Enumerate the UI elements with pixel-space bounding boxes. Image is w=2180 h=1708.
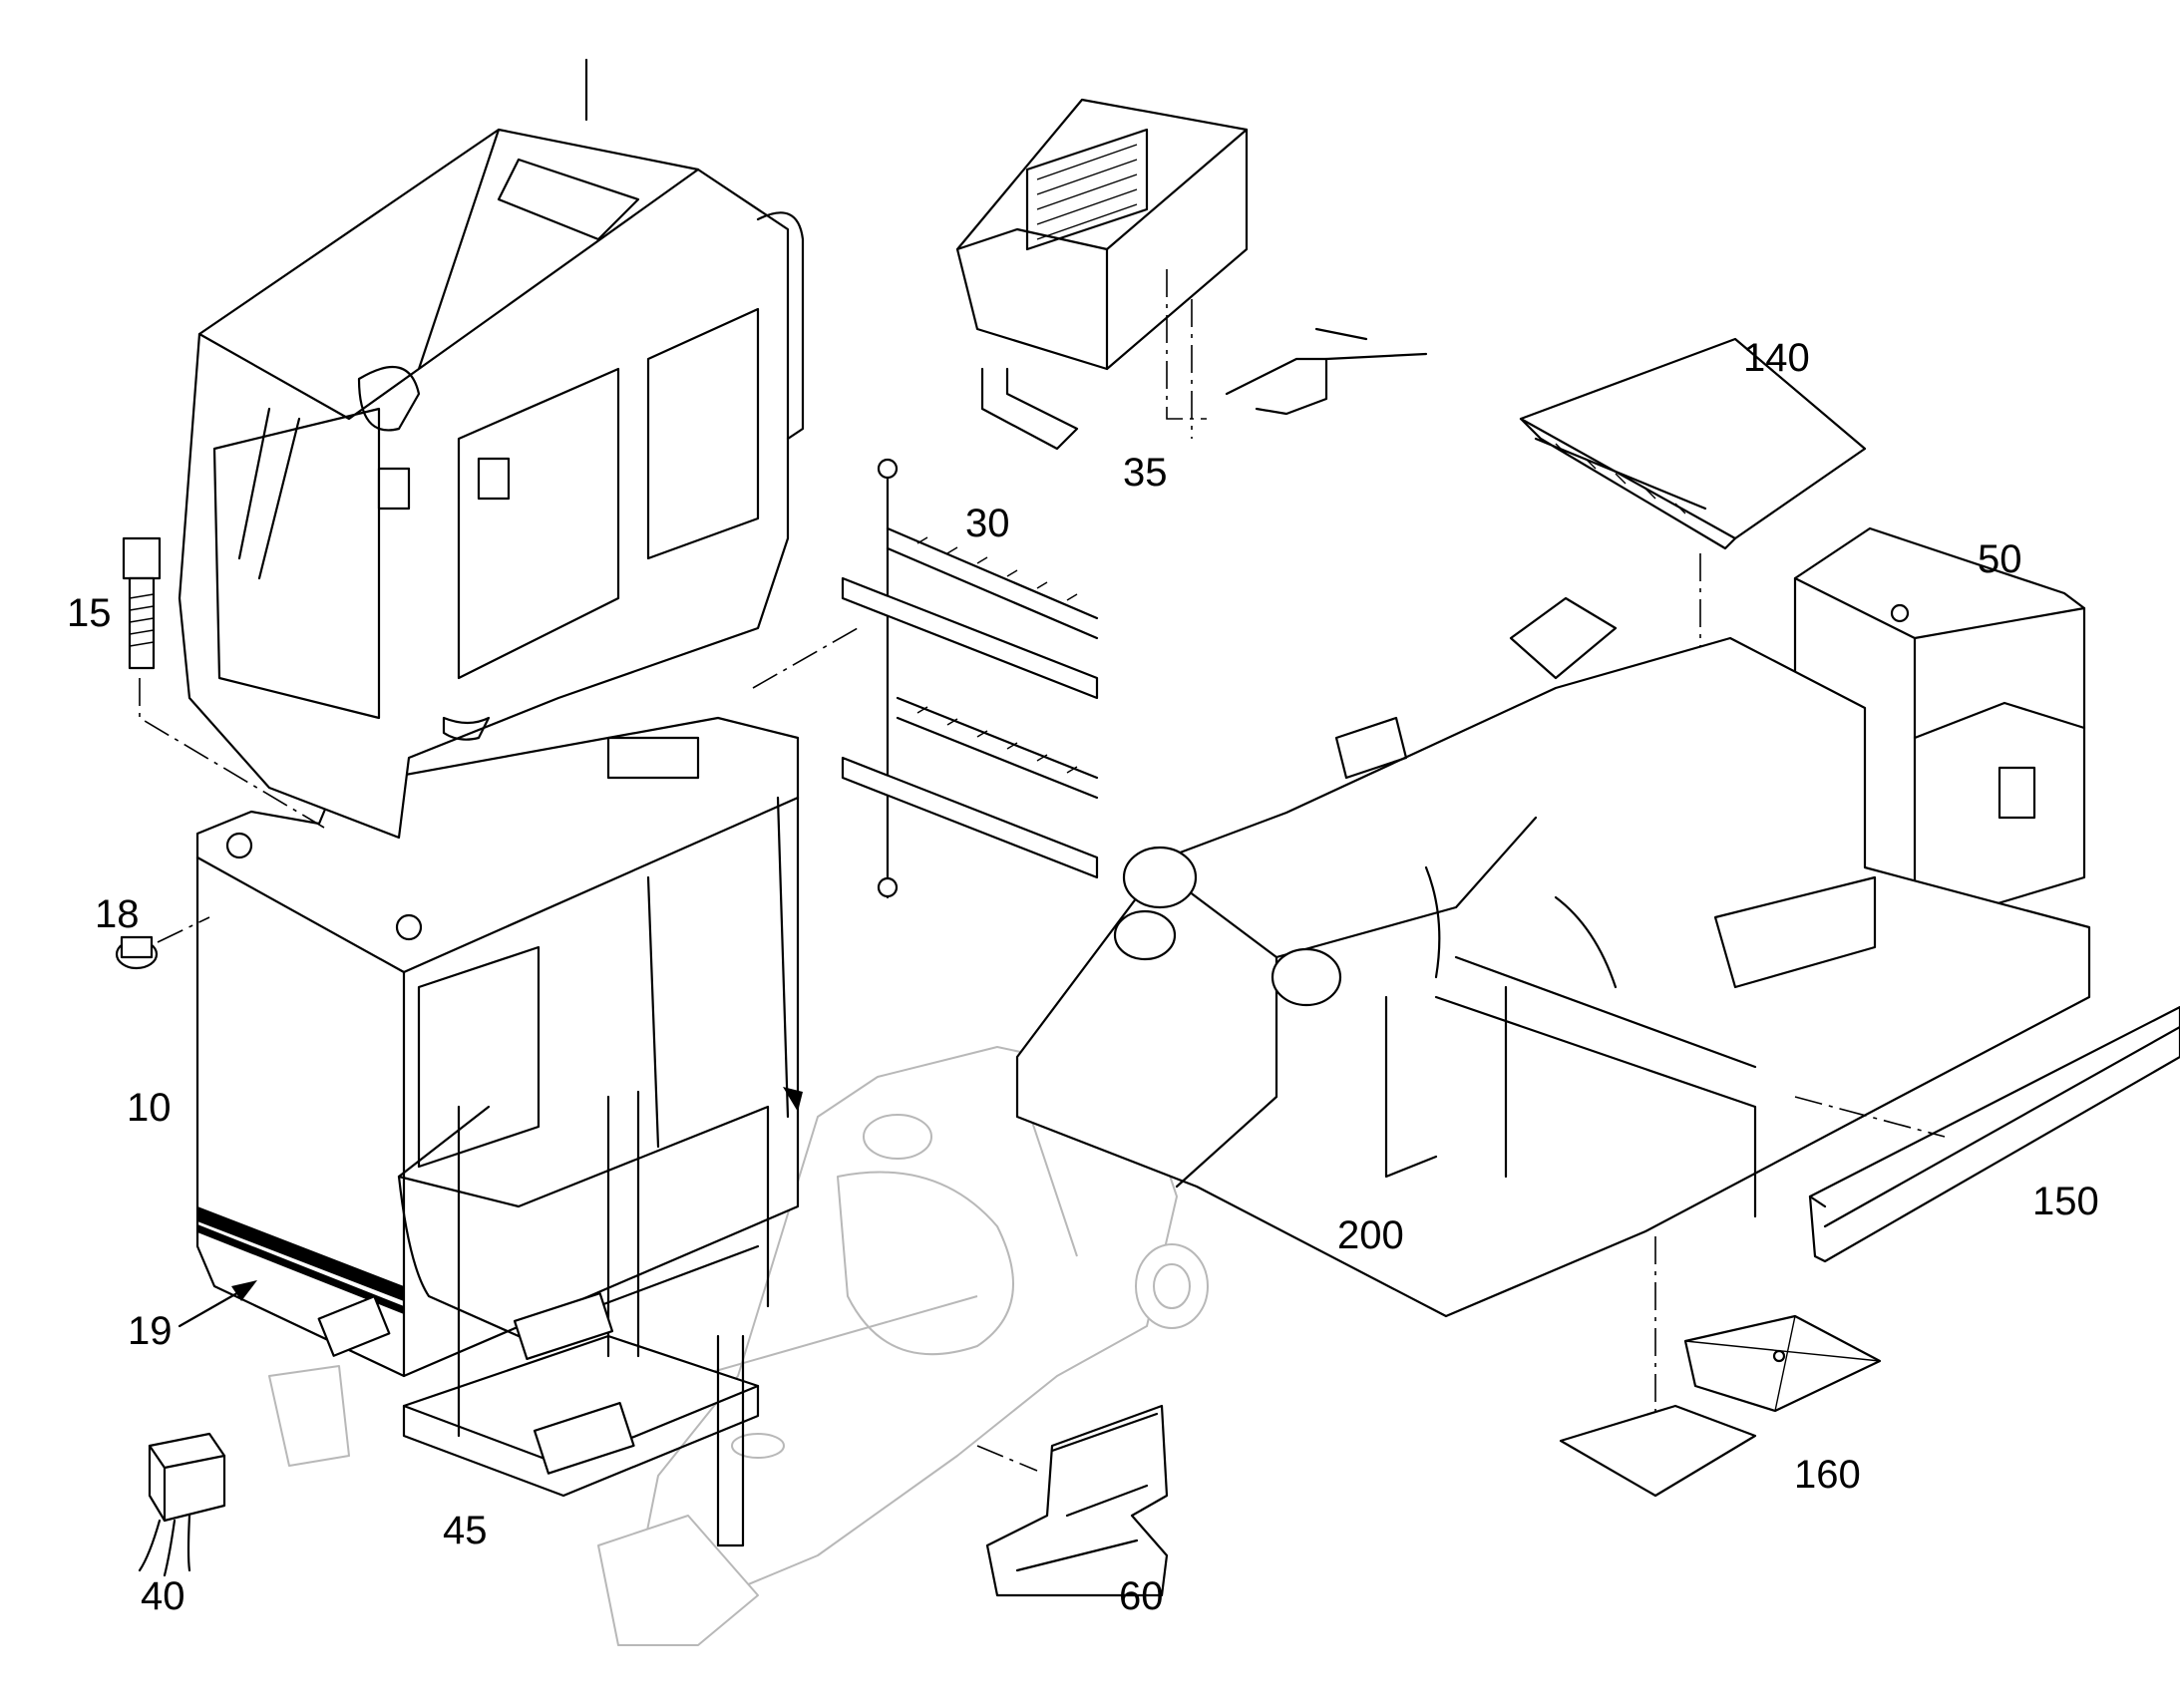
callout-15: 15 (67, 591, 112, 635)
callout-45: 45 (443, 1509, 488, 1552)
part-10-cab-base (195, 716, 803, 1378)
part-150-side-rail (1794, 1005, 2180, 1263)
part-35-heater (955, 98, 1428, 451)
callout-labels: 10 15 18 19 30 35 40 45 50 60 140 150 16… (67, 336, 2099, 1618)
callout-40: 40 (141, 1574, 185, 1618)
callout-10: 10 (127, 1086, 172, 1130)
part-60-step (976, 1404, 1169, 1597)
undercarriage-ghost (268, 1046, 1209, 1646)
callout-50: 50 (1978, 537, 2022, 581)
part-160-floor-plates (1559, 1314, 1882, 1498)
part-40-relay (138, 1432, 226, 1577)
callout-30: 30 (965, 502, 1010, 545)
part-50-toolbox (1793, 526, 2086, 924)
part-15-bolt (122, 536, 325, 829)
part-18-plug (115, 916, 210, 970)
callout-200: 200 (1337, 1213, 1404, 1257)
cab-upper (178, 58, 805, 840)
grating-pattern (513, 1291, 635, 1475)
callout-140: 140 (1743, 336, 1810, 380)
callout-150: 150 (2032, 1180, 2099, 1223)
hardware-bushings (886, 526, 1099, 800)
callout-160: 160 (1794, 1453, 1861, 1497)
part-19-arrow (178, 1280, 257, 1328)
callout-18: 18 (95, 892, 140, 936)
part-45-platform (397, 1090, 770, 1547)
callout-35: 35 (1123, 451, 1168, 495)
part-200-main-frame (1015, 596, 2091, 1416)
callout-19: 19 (128, 1309, 173, 1353)
callout-60: 60 (1119, 1574, 1164, 1618)
part-140-cover-plate (1519, 337, 1867, 1097)
part-30-hardware (752, 458, 1099, 899)
